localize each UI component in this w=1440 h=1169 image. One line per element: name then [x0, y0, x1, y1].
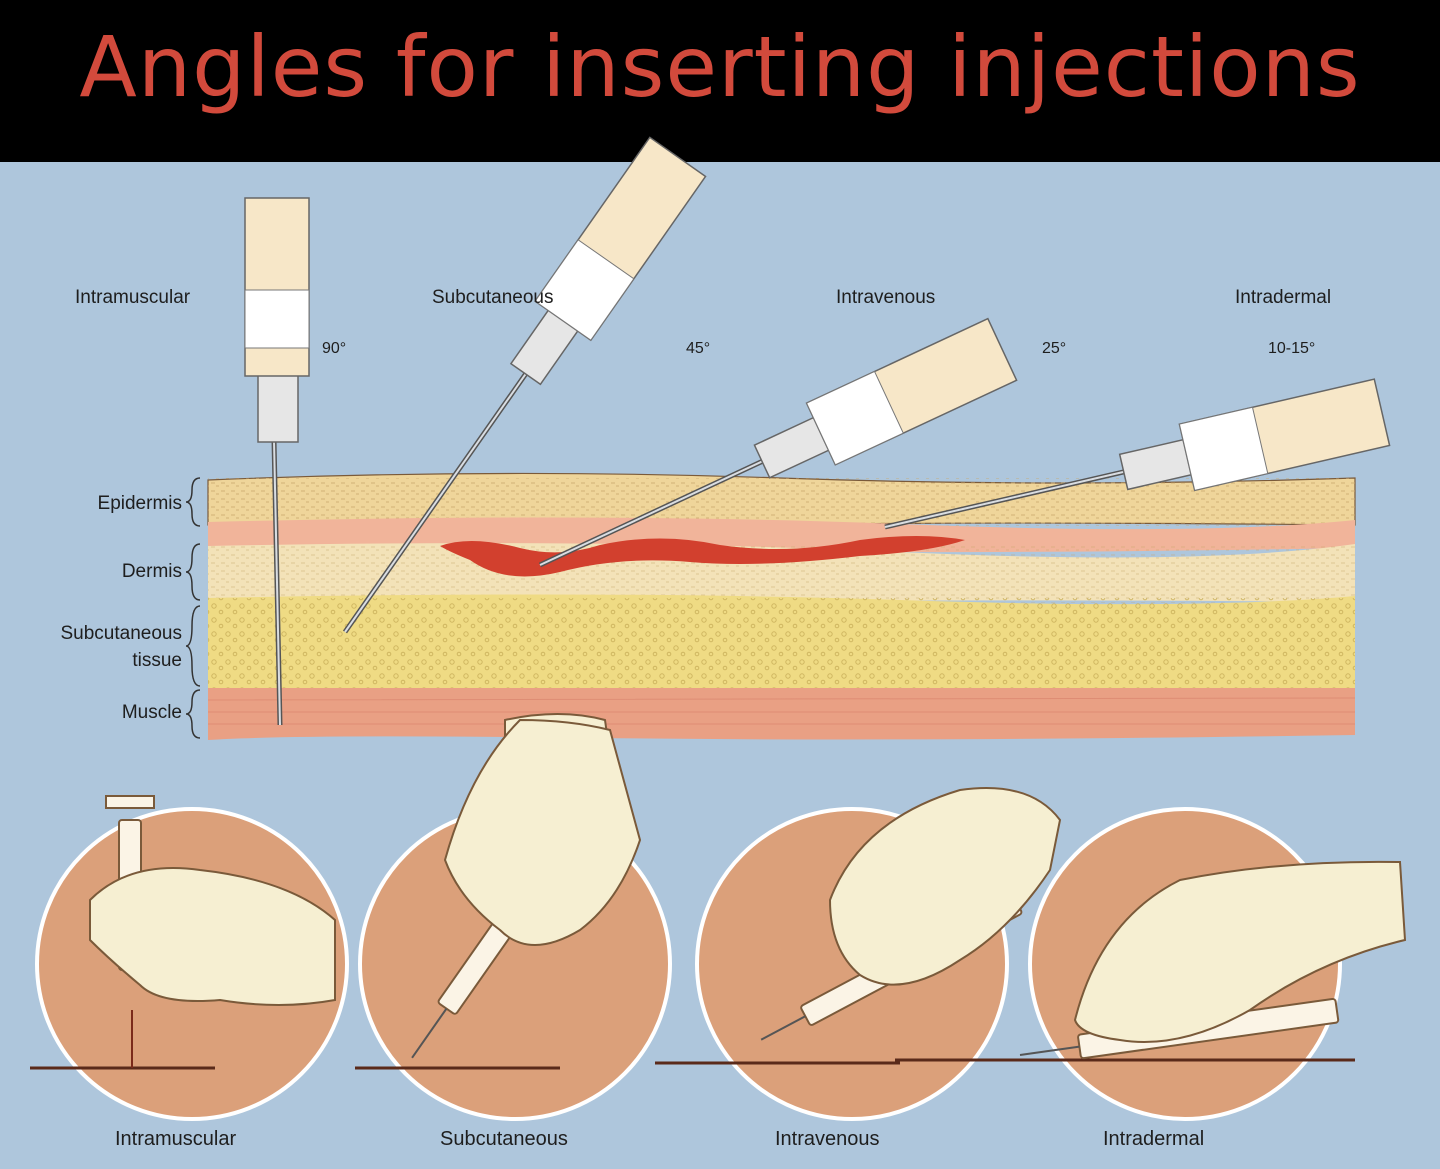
technique-intramuscular: [30, 795, 349, 1121]
technique-subcutaneous: [355, 718, 672, 1121]
technique-intravenous: [655, 787, 1062, 1121]
layer-braces: [185, 477, 201, 739]
layer-label-muscle: Muscle: [121, 702, 182, 723]
route-label-intramuscular: Intramuscular: [75, 287, 191, 308]
page-title: Angles for inserting injections: [79, 18, 1361, 116]
layer-label-tissue: tissue: [132, 650, 182, 671]
layer-label-subcutaneous: Subcutaneous: [60, 623, 183, 644]
technique-intradermal: [895, 807, 1407, 1121]
bottom-label-intradermal: Intradermal: [1103, 1128, 1205, 1150]
syringe-intravenous: [538, 317, 1018, 568]
route-label-subcutaneous: Subcutaneous: [432, 287, 554, 308]
bottom-label-intravenous: Intravenous: [775, 1128, 880, 1150]
muscle-layer: [208, 688, 1355, 740]
angle-intravenous: 25°: [1042, 340, 1067, 357]
layer-label-dermis: Dermis: [121, 561, 182, 582]
syringe-intradermal: [884, 378, 1391, 530]
angle-subcutaneous: 45°: [686, 340, 711, 357]
route-label-intradermal: Intradermal: [1235, 287, 1332, 308]
blood-vessel: [440, 536, 965, 577]
syringe-intramuscular: [244, 197, 310, 726]
route-label-intravenous: Intravenous: [836, 287, 936, 308]
angle-intradermal: 10-15°: [1268, 340, 1316, 357]
layer-label-epidermis: Epidermis: [97, 493, 182, 514]
angle-intramuscular: 90°: [322, 340, 347, 357]
syringe-subcutaneous: [342, 136, 707, 634]
bottom-label-intramuscular: Intramuscular: [115, 1128, 237, 1150]
title-bar: Angles for inserting injections: [0, 0, 1440, 162]
skin-cross-section: [185, 472, 1356, 740]
bottom-label-subcutaneous: Subcutaneous: [440, 1128, 568, 1150]
